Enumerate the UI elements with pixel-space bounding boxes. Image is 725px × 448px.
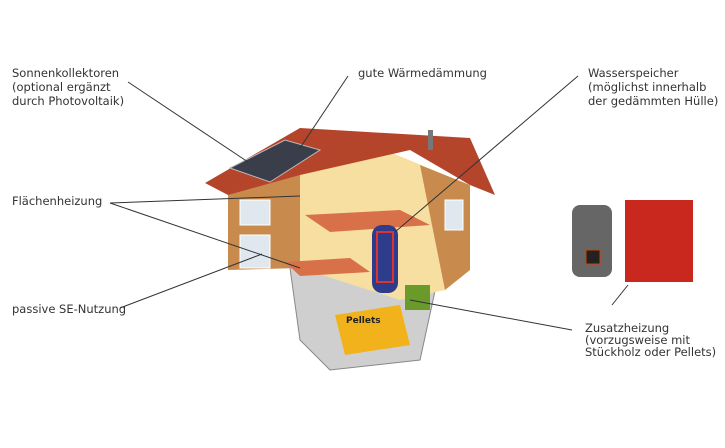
- label-solar-collectors: Sonnenkollektoren (optional ergänzt durc…: [12, 66, 125, 108]
- window: [444, 199, 464, 231]
- label-pellets: Pellets: [346, 316, 381, 326]
- tank-coil: [376, 231, 394, 283]
- solar-panels: [228, 139, 322, 183]
- window: [239, 234, 271, 269]
- pellet-store: [335, 305, 410, 355]
- label-surface-heating: Flächenheizung: [12, 194, 103, 208]
- floor-lower: [285, 258, 370, 276]
- label-water-storage: Wasserspeicher (möglichst innerhalb der …: [588, 66, 719, 108]
- floor-upper: [305, 210, 430, 232]
- boiler: [405, 285, 430, 310]
- label-insulation: gute Wärmedämmung: [358, 66, 487, 80]
- pellet-boiler: [625, 200, 693, 282]
- window: [239, 199, 271, 226]
- stove-door: [585, 249, 601, 265]
- leader-lines: [109, 75, 629, 331]
- label-auxiliary-heating: Zusatzheizung (vorzugsweise mit Stückhol…: [585, 321, 717, 359]
- stove: [572, 205, 612, 277]
- chimney: [428, 130, 433, 150]
- water-tank: [372, 225, 398, 293]
- label-passive-solar: passive SE-Nutzung: [12, 302, 127, 316]
